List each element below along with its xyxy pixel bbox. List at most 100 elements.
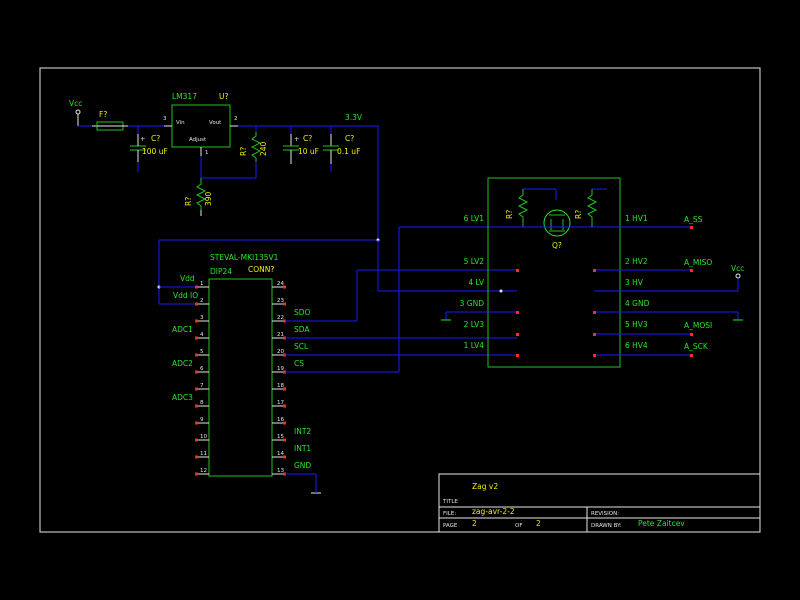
vcc-right-symbol — [735, 273, 741, 279]
sensor-right-pin-number: 15 — [277, 434, 284, 440]
sensor-right-pin-number: 23 — [277, 298, 284, 304]
sensor-left-pin-end — [195, 438, 198, 442]
tb-page-label: PAGE — [443, 523, 458, 529]
r1-zigzag — [250, 132, 262, 162]
sensor-right-pin-number: 13 — [277, 468, 284, 474]
c1-plus: + — [140, 135, 145, 143]
tb-title-label: TITLE — [442, 499, 458, 505]
sensor-package: DIP24 — [210, 267, 232, 276]
net-a-miso: A_MISO — [684, 258, 712, 267]
sensor-right-pin-number: 18 — [277, 383, 284, 389]
level-shifter-body — [487, 177, 621, 368]
sensor-right-pin-number: 14 — [277, 451, 284, 457]
sensor-body — [208, 278, 273, 477]
tb-of-label: OF — [515, 523, 523, 529]
sensor-right-pin-number: 17 — [277, 400, 284, 406]
sensor-adc1-label: ADC1 — [172, 325, 193, 334]
sensor-right-pin-end — [283, 438, 286, 442]
r2-value: 390 — [204, 191, 213, 206]
tb-drawn-value: Pete Zaitcev — [638, 519, 685, 528]
ls-left-pin-label: 2 LV3 — [464, 320, 485, 329]
sensor-right-pin-end — [283, 455, 286, 459]
c2-ref: C? — [303, 134, 312, 143]
tb-of-value: 2 — [536, 519, 541, 528]
ls-r-left — [517, 189, 529, 227]
sensor-left-pin-number: 4 — [200, 332, 204, 338]
tb-file-label: FILE: — [443, 511, 456, 517]
sensor-left-pin-end — [195, 285, 198, 289]
sensor-right-pin-number: 20 — [277, 349, 284, 355]
sensor-cs-label: CS — [294, 359, 304, 368]
c1-ref: C? — [151, 134, 160, 143]
power-section: Vcc F? LM317 U? Vin Vout Adjust 3 2 1 + … — [69, 92, 517, 305]
ls-left-pin-label: 1 LV4 — [464, 341, 485, 350]
ls-left-pin-label: 5 LV2 — [464, 257, 485, 266]
net-vcc-right: Vcc — [731, 264, 744, 273]
sensor-left-pin-end — [195, 472, 198, 476]
sensor-left-pin-end — [195, 387, 198, 391]
sensor-left-pin-number: 1 — [200, 281, 204, 287]
net-a-mosi: A_MOSI — [684, 321, 712, 330]
sensor-left-pin-number: 6 — [200, 366, 204, 372]
sensor-left-pin-end — [195, 319, 198, 323]
regulator-vout: Vout — [209, 120, 222, 126]
fuse-ref: F? — [99, 110, 107, 119]
tb-revision-label: REVISION: — [591, 511, 619, 517]
sensor-right-pin-end — [283, 404, 286, 408]
sensor-left-pin-number: 7 — [200, 383, 204, 389]
r1-value: 240 — [259, 141, 268, 156]
sensor-right-pin-end — [283, 421, 286, 425]
tb-file-value: zag-avr-2-2 — [472, 507, 515, 516]
sensor-right-pin-end — [283, 387, 286, 391]
sensor-left-pin-end — [195, 370, 198, 374]
ls-right-pin-label: 1 HV1 — [625, 214, 648, 223]
sensor-left-pin-number: 11 — [200, 451, 207, 457]
ls-left-pin-label: 6 LV1 — [464, 214, 485, 223]
sensor-gnd-label: GND — [294, 461, 311, 470]
sensor-left-pin-end — [195, 302, 198, 306]
sensor-right-pin-number: 24 — [277, 281, 284, 287]
sensor-left-pin-end — [195, 455, 198, 459]
sensor-right-pin-end — [283, 285, 286, 289]
sensor-left-pin-number: 2 — [200, 298, 204, 304]
sensor-right-pin-number: 16 — [277, 417, 284, 423]
ls-mosfet — [543, 209, 571, 237]
sensor-connector: STEVAL-MKI135V1 DIP24 CONN? 123456789101… — [172, 226, 517, 494]
net-a-sck: A_SCK — [684, 342, 709, 351]
sensor-right-pin-end — [283, 370, 286, 374]
sensor-left-pin-number: 8 — [200, 400, 204, 406]
ls-r-left-ref: R? — [505, 210, 514, 219]
ls-q-ref: Q? — [552, 241, 562, 250]
sensor-right-pin-end — [283, 319, 286, 323]
sensor-conn-ref: CONN? — [248, 265, 274, 274]
c3-ref: C? — [345, 134, 354, 143]
sensor-vddio-label: Vdd IO — [173, 291, 198, 300]
regulator-name: LM317 — [172, 92, 197, 101]
r2-zigzag — [195, 178, 207, 210]
sensor-left-pin-number: 5 — [200, 349, 204, 355]
rail-3v3-label: 3.3V — [345, 113, 363, 122]
sensor-right-pin-number: 21 — [277, 332, 284, 338]
sensor-right-pin-end — [283, 472, 286, 476]
sensor-name: STEVAL-MKI135V1 — [210, 253, 279, 262]
vcc-left-label: Vcc — [69, 99, 82, 108]
sensor-left-pin-number: 10 — [200, 434, 207, 440]
sensor-left-pin-end — [195, 336, 198, 340]
ls-r-right — [586, 189, 598, 227]
sensor-left-pin-number: 12 — [200, 468, 207, 474]
ls-left-pin-label: 3 GND — [460, 299, 485, 308]
sensor-int1-label: INT1 — [294, 444, 311, 453]
ls-right-pin-label: 6 HV4 — [625, 341, 648, 350]
regulator-pin3: 3 — [163, 116, 167, 122]
sensor-right-pin-end — [283, 302, 286, 306]
sensor-left-pin-number: 9 — [200, 417, 204, 423]
sensor-left-pin-end — [195, 421, 198, 425]
regulator-vin: Vin — [176, 120, 185, 126]
sensor-right-pin-end — [283, 336, 286, 340]
ls-right-pin-label: 5 HV3 — [625, 320, 648, 329]
ls-r-right-ref: R? — [574, 210, 583, 219]
sensor-right-pin-number: 19 — [277, 366, 284, 372]
